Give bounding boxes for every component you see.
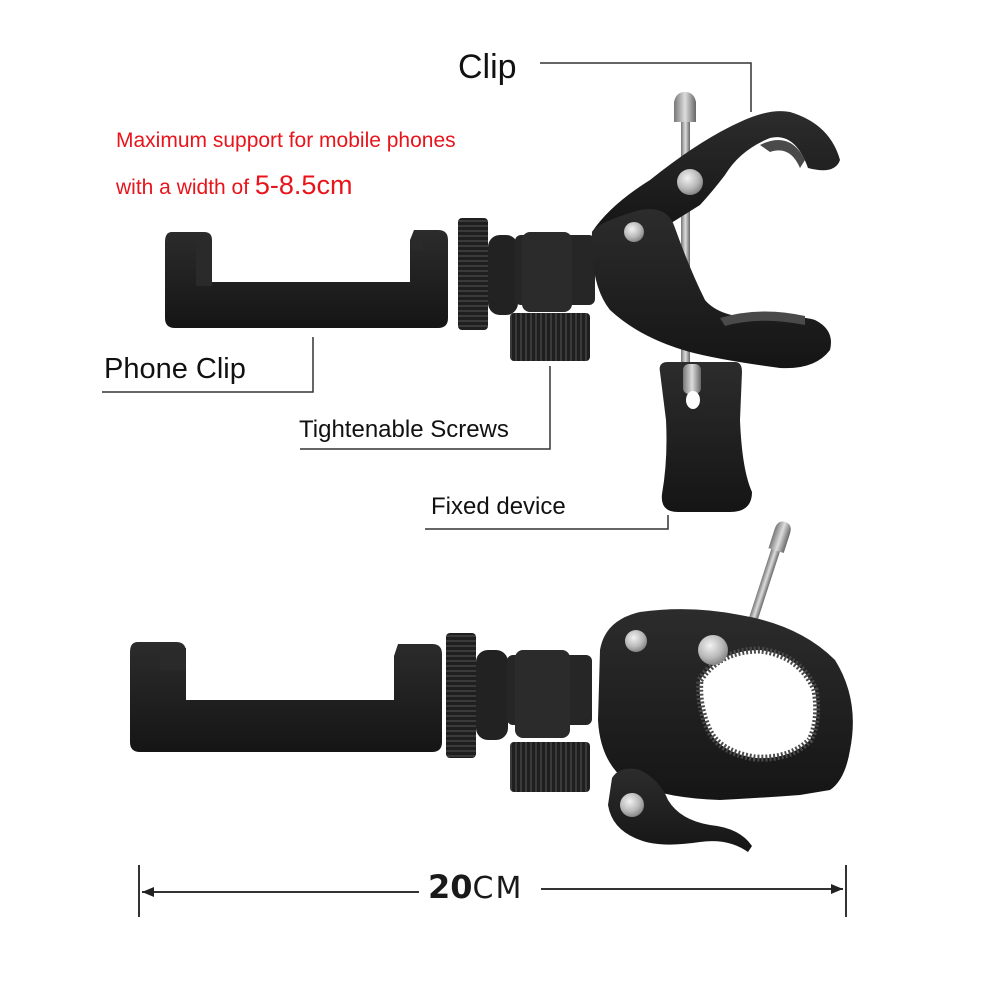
dimension-number: 20 — [428, 868, 473, 906]
headline-line1: Maximum support for mobile phones — [116, 129, 456, 152]
headline-prefix: with a width of — [116, 176, 255, 199]
tightenable-screw-knob-bottom — [510, 742, 590, 792]
dimension-label: 20CM — [428, 871, 523, 904]
rod-nut-top — [674, 92, 696, 122]
clip-lower-jaw-top — [591, 209, 831, 369]
fixed-device-lever-top — [659, 362, 752, 512]
headline-width-value: 5-8.5cm — [254, 170, 353, 200]
phone-clip-bottom — [130, 642, 442, 752]
arrow-right-icon — [831, 884, 843, 894]
bottom-assembly — [130, 521, 853, 852]
tightenable-screw-knob-top — [510, 313, 590, 361]
arrow-left-icon — [142, 887, 154, 897]
rotating-ring-top — [458, 218, 488, 330]
headline-line2: with a width of 5-8.5cm — [116, 172, 352, 199]
quick-release-lever-bottom — [608, 768, 752, 852]
dimension-unit: CM — [472, 871, 524, 906]
leader-lines — [102, 62, 752, 530]
callout-phone-clip: Phone Clip — [104, 353, 246, 385]
phone-clip-top — [165, 230, 448, 328]
callout-fixed-device: Fixed device — [431, 493, 566, 520]
rotating-ring-bottom — [446, 633, 476, 758]
clip-upper-jaw-top — [592, 111, 840, 232]
callout-clip: Clip — [458, 48, 517, 86]
callout-tightenable-screws: Tightenable Screws — [299, 416, 509, 443]
top-assembly — [165, 92, 840, 512]
dimension-line — [138, 865, 847, 917]
